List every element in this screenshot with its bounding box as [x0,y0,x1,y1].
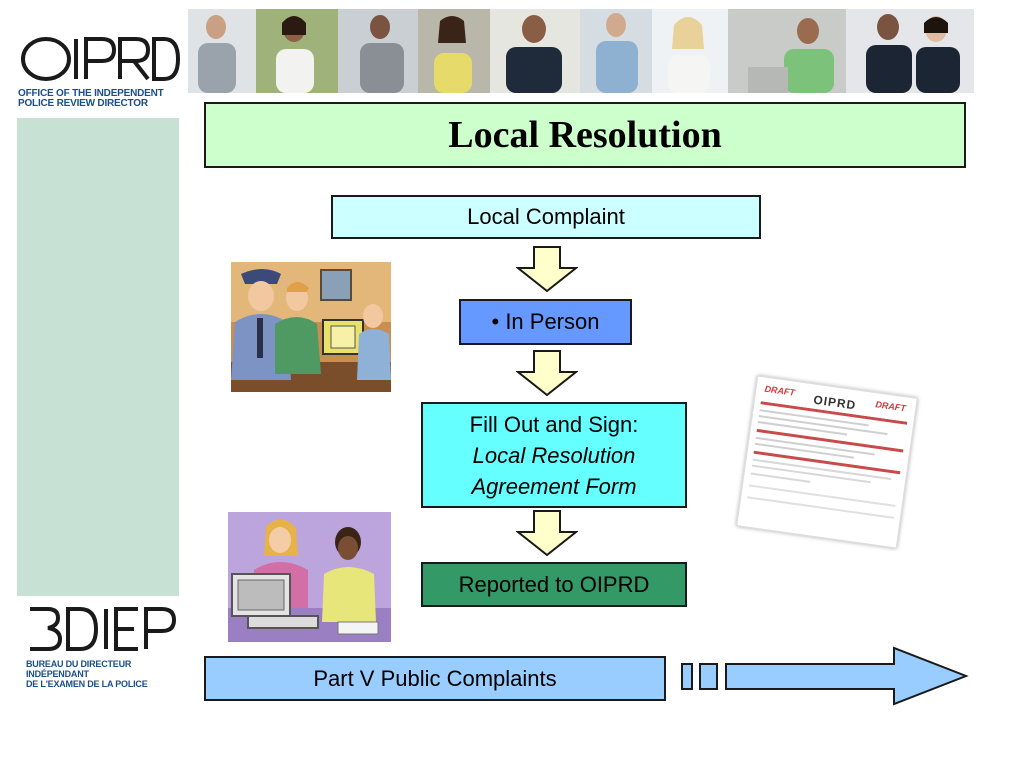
fill-out-sign-label: Fill Out and Sign: [469,411,639,437]
bdiep-subtitle-line1: BUREAU DU DIRECTEUR INDÉPENDANT [26,659,132,679]
agreement-form-image: DRAFT OIPRD DRAFT [736,375,918,549]
local-complaint-box: Local Complaint [331,195,761,239]
computer-assistance-illustration [228,512,391,642]
down-arrow-icon [516,350,578,396]
oiprd-subtitle-line2: POLICE REVIEW DIRECTOR [18,98,148,109]
reported-to-oiprd-label: Reported to OIPRD [458,571,650,597]
form-lines-graphic [747,401,908,519]
bdiep-subtitle-line2: DE L'EXAMEN DE LA POLICE [26,679,148,689]
oiprd-subtitle-line1: OFFICE OF THE INDEPENDENT [18,88,164,99]
bdiep-logo-mark [30,607,177,651]
officer-desk-illustration [231,262,391,392]
in-person-label: • In Person [491,309,600,334]
form-draft-stamp-right: DRAFT [874,399,907,414]
left-sidebar-panel [17,118,179,596]
form-name-line2: Agreement Form [471,473,637,499]
photo-banner [188,9,974,93]
computer-assistance-clipart [228,512,391,642]
oiprd-logo-mark [21,37,181,81]
form-draft-stamp-left: DRAFT [763,383,796,398]
page-title: Local Resolution [448,114,722,156]
title-box: Local Resolution [204,102,966,168]
form-name-line1: Local Resolution [472,442,636,468]
in-person-box: • In Person [459,299,632,345]
down-arrow-icon [516,246,578,292]
reported-to-oiprd-box: Reported to OIPRD [421,562,687,607]
fill-out-sign-box: Fill Out and Sign: Local Resolution Agre… [421,402,687,508]
officer-desk-clipart [231,262,391,392]
local-complaint-label: Local Complaint [467,204,625,229]
right-arrow-icon [681,646,969,706]
part-v-public-complaints-label: Part V Public Complaints [313,665,557,691]
bdiep-logo: BUREAU DU DIRECTEUR INDÉPENDANT DE L'EXA… [26,604,186,689]
people-photo-strip [188,9,974,93]
oiprd-logo: OFFICE OF THE INDEPENDENT POLICE REVIEW … [18,34,181,114]
down-arrow-icon [516,510,578,556]
part-v-public-complaints-box: Part V Public Complaints [204,656,666,701]
